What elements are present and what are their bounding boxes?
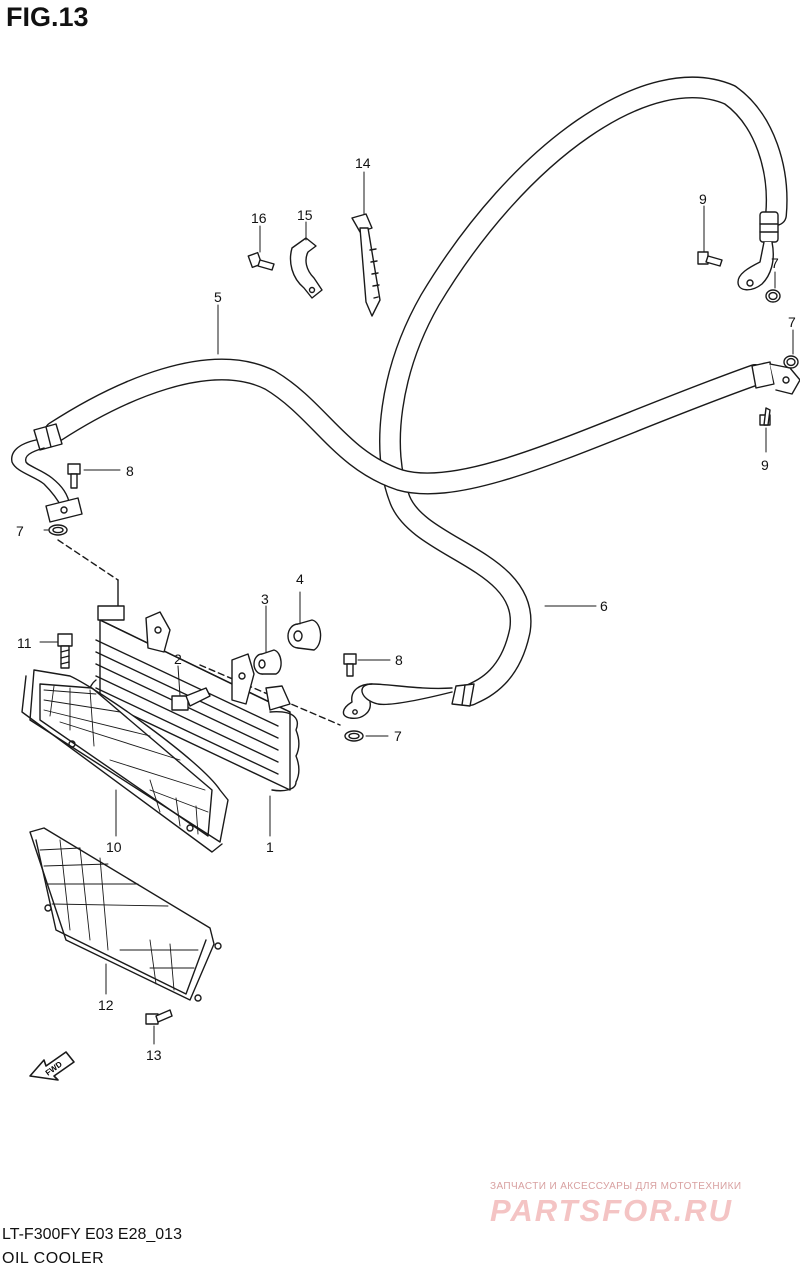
figure-title: FIG.13 (6, 2, 89, 32)
page-caption: OIL COOLER (2, 1250, 105, 1267)
oil-cooler-1 (89, 605, 300, 792)
bolt-8-left (67, 463, 81, 489)
guard-12 (29, 827, 222, 1002)
bolt-2 (171, 687, 211, 711)
bolt-16 (247, 251, 275, 271)
callout-8-a: 8 (126, 463, 134, 479)
o-ring-7-d (344, 730, 364, 742)
fwd-arrow-icon (29, 1051, 75, 1081)
callout-8-b: 8 (395, 652, 403, 668)
cable-tie-14 (351, 213, 381, 317)
o-ring-7-c (48, 524, 68, 536)
callout-4: 4 (296, 571, 304, 587)
grommet-4 (287, 619, 322, 651)
callout-5: 5 (214, 289, 222, 305)
bolt-9-upper (697, 251, 723, 267)
callout-7-a: 7 (771, 255, 779, 271)
bolt-13 (145, 1009, 173, 1025)
callout-14: 14 (355, 155, 371, 171)
o-ring-7-a (765, 289, 781, 303)
callout-3: 3 (261, 591, 269, 607)
callout-16: 16 (251, 210, 267, 226)
model-code: LT-F300FY E03 E28_013 (2, 1226, 182, 1243)
callout-15: 15 (297, 207, 313, 223)
hose-clamp-15 (289, 237, 323, 299)
callout-7-d: 7 (394, 728, 402, 744)
callout-7-c: 7 (16, 523, 24, 539)
callout-7-b: 7 (788, 314, 796, 330)
callout-2: 2 (174, 651, 182, 667)
collar-3 (253, 649, 282, 675)
bolt-9-lower (759, 407, 771, 426)
callout-10: 10 (106, 839, 122, 855)
oil-hose-5 (11, 358, 800, 523)
bolt-8-right (343, 653, 357, 677)
grille-10 (21, 669, 229, 853)
callout-6: 6 (600, 598, 608, 614)
bolt-11 (57, 633, 73, 669)
o-ring-7-b (783, 355, 799, 369)
callout-12: 12 (98, 997, 114, 1013)
callout-13: 13 (146, 1047, 162, 1063)
watermark-tagline: ЗАПЧАСТИ И АКСЕССУАРЫ ДЛЯ МОТОТЕХНИКИ (490, 1181, 742, 1192)
callout-11: 11 (17, 635, 32, 651)
callout-1: 1 (266, 839, 274, 855)
callout-9-b: 9 (761, 457, 769, 473)
callout-9-a: 9 (699, 191, 707, 207)
oil-hose-6 (342, 76, 788, 719)
watermark-brand: PARTSFOR.RU (490, 1193, 734, 1228)
